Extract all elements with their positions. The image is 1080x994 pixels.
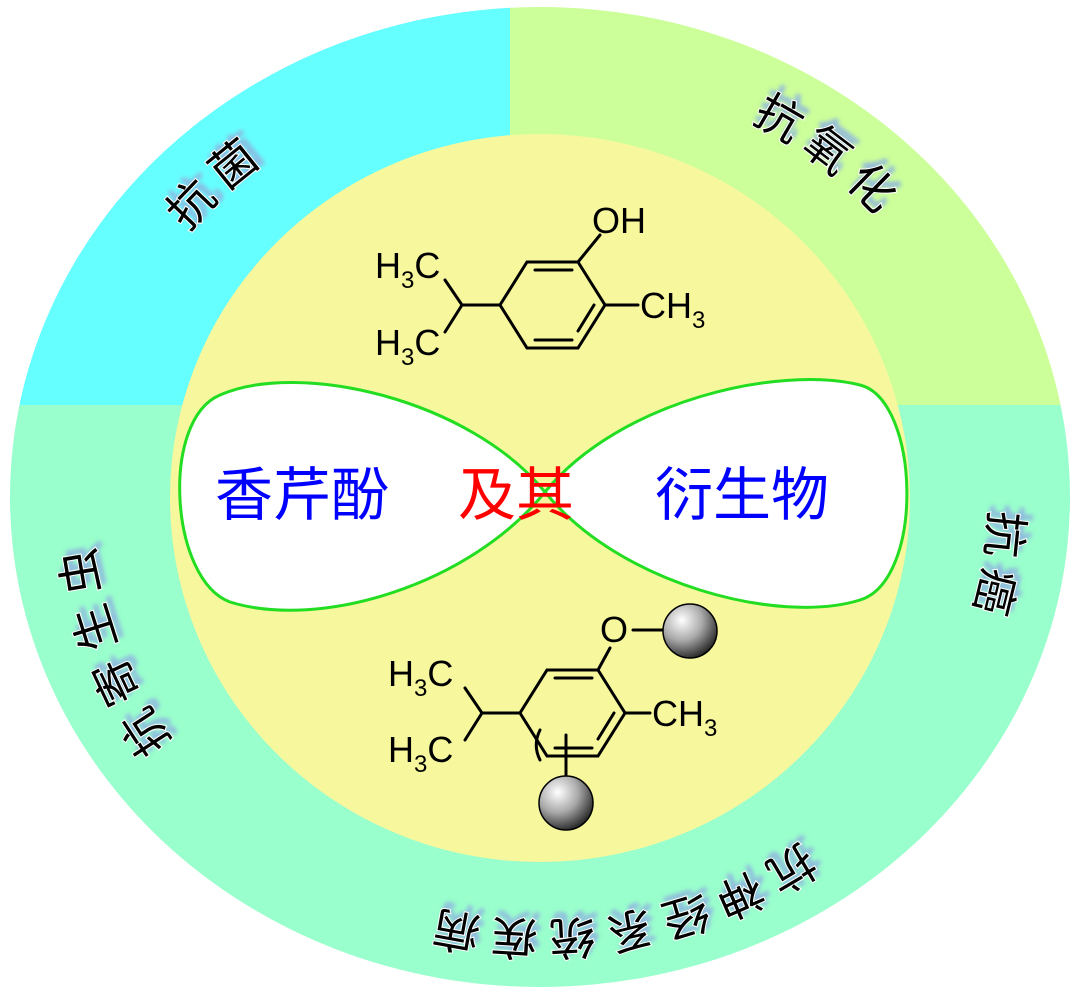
- methyl-label: CH3: [640, 285, 705, 334]
- carvacrol-structure: OH CH3 H3C H3C: [375, 200, 705, 371]
- left-lobe: [178, 380, 547, 612]
- substituent-ball-o: [662, 603, 718, 659]
- methyl-label-2: CH3: [652, 693, 717, 742]
- isopropyl-methyl-2: H3C: [375, 322, 440, 371]
- substituent-ball-ring: [538, 775, 594, 831]
- isopropyl-methyl-4: H3C: [388, 729, 453, 778]
- isopropyl-methyl-3: H3C: [388, 653, 453, 702]
- title-derivatives: 衍生物: [655, 461, 829, 529]
- isopropyl-methyl-1: H3C: [375, 245, 440, 294]
- infinity-lobes: 香芹酚 及其 衍生物: [178, 378, 909, 612]
- title-carvacrol: 香芹酚: [215, 461, 389, 529]
- oh-label: OH: [592, 200, 646, 241]
- right-lobe: [543, 378, 909, 609]
- title-and-its: 及其: [458, 461, 574, 529]
- oxygen-label: O: [600, 609, 628, 650]
- derivative-structure: O CH3 H3C H3C: [388, 603, 718, 831]
